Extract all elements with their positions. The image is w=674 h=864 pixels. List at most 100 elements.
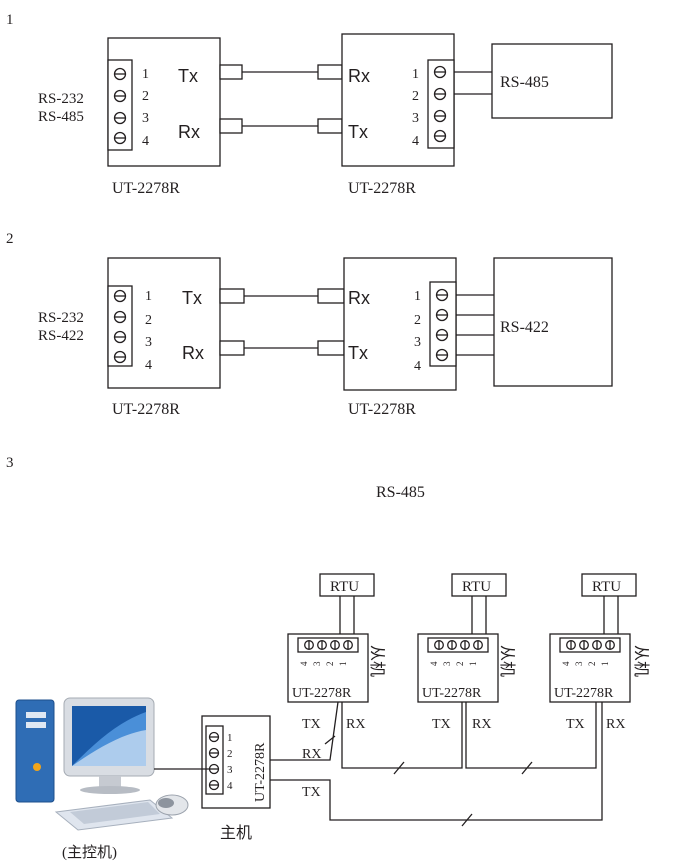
left-label-rs232: RS-232 xyxy=(38,310,84,326)
slave-pin-1: 1 xyxy=(338,662,348,667)
figure-3-number: 3 xyxy=(6,455,14,471)
right-pin-3: 3 xyxy=(412,111,419,126)
slave-terminal-block xyxy=(297,637,359,653)
left-rx-connector xyxy=(219,118,243,134)
right-module-caption: UT-2278R xyxy=(348,401,416,418)
rs485-device-box xyxy=(491,43,613,119)
slave-module-label: UT-2278R xyxy=(422,686,482,701)
master-module: 1 2 3 4 UT-2278R xyxy=(201,715,271,809)
slave-module-label: UT-2278R xyxy=(554,686,614,701)
fiber-ring xyxy=(270,701,603,827)
rtu-box xyxy=(319,573,375,597)
right-module-caption: UT-2278R xyxy=(348,180,416,197)
slave-role-label: 从机 xyxy=(632,645,650,677)
master-module-label: UT-2278R xyxy=(253,742,268,802)
right-pin-4: 4 xyxy=(412,134,419,149)
slave-pin-1: 1 xyxy=(600,662,610,667)
right-rx-port-label: Rx xyxy=(348,66,370,86)
slave-rx-label: RX xyxy=(472,717,491,732)
left-pin-4: 4 xyxy=(142,134,149,149)
left-pin-1: 1 xyxy=(142,67,149,82)
right-pin-2: 2 xyxy=(412,89,419,104)
left-tx-connector xyxy=(219,288,245,304)
slave-pin-2: 2 xyxy=(587,662,597,667)
right-rx-port-label: Rx xyxy=(348,288,370,308)
slave-2: RTU 4 3 2 1 UT-2278R 从机 TX RX xyxy=(417,573,516,732)
left-pin-2: 2 xyxy=(142,89,149,104)
right-pin-4: 4 xyxy=(414,359,421,374)
right-terminal-block xyxy=(429,281,457,367)
slave-pin-3: 3 xyxy=(312,661,322,666)
right-rx-connector xyxy=(317,64,343,80)
rs422-device-box xyxy=(493,257,613,387)
bus-label: RS-485 xyxy=(376,484,425,501)
right-screw-terminals xyxy=(435,288,449,362)
left-label-rs485: RS-485 xyxy=(38,109,84,125)
slave-pin-4: 4 xyxy=(299,661,309,666)
right-rx-connector xyxy=(317,288,345,304)
master-terminal-block xyxy=(205,725,224,795)
slave-tx-label: TX xyxy=(302,717,321,732)
slave-3: RTU 4 3 2 1 UT-2278R 从机 TX RX xyxy=(549,573,650,732)
rtu-box xyxy=(451,573,507,597)
rtu-box xyxy=(581,573,637,597)
right-pin-3: 3 xyxy=(414,335,421,350)
master-pin-1: 1 xyxy=(227,732,233,744)
right-pin-2: 2 xyxy=(414,313,421,328)
left-pin-3: 3 xyxy=(142,111,149,126)
slave-pin-3: 3 xyxy=(442,661,452,666)
left-pin-1: 1 xyxy=(145,289,152,304)
right-pin-1: 1 xyxy=(414,289,421,304)
rtu-label: RTU xyxy=(592,579,621,595)
slave-terminal-block xyxy=(427,637,489,653)
left-module-caption: UT-2278R xyxy=(112,180,180,197)
slave-role-label: 从机 xyxy=(498,645,516,677)
master-pin-2: 2 xyxy=(227,748,233,760)
left-terminal-block xyxy=(107,59,133,151)
left-module-caption: UT-2278R xyxy=(112,401,180,418)
rs422-device-label: RS-422 xyxy=(500,319,549,336)
figure-2-number: 2 xyxy=(6,231,14,247)
right-tx-port-label: Tx xyxy=(348,343,368,363)
slave-rx-label: RX xyxy=(346,717,365,732)
rtu-label: RTU xyxy=(330,579,359,595)
left-tx-port-label: Tx xyxy=(182,288,202,308)
slave-tx-label: TX xyxy=(432,717,451,732)
slave-pin-2: 2 xyxy=(325,662,335,667)
slave-rx-label: RX xyxy=(606,717,625,732)
left-terminal-block xyxy=(107,285,133,367)
master-rx-label: RX xyxy=(302,747,321,762)
right-tx-port-label: Tx xyxy=(348,122,368,142)
right-pin-1: 1 xyxy=(412,67,419,82)
slave-pin-3: 3 xyxy=(574,661,584,666)
slave-pin-2: 2 xyxy=(455,662,465,667)
left-screw-terminals xyxy=(113,67,127,145)
left-tx-port-label: Tx xyxy=(178,66,198,86)
slave-pin-4: 4 xyxy=(429,661,439,666)
left-label-rs232: RS-232 xyxy=(38,91,84,107)
right-tx-connector xyxy=(317,118,343,134)
left-rx-connector xyxy=(219,340,245,356)
figure-1: 1 2 3 4 RS-232 RS-485 Tx Rx UT-2278R Rx … xyxy=(38,33,613,197)
slave-module-label: UT-2278R xyxy=(292,686,352,701)
right-screw-terminals xyxy=(433,65,447,143)
figure-2: 1 2 3 4 RS-232 RS-422 Tx Rx UT-2278R Rx … xyxy=(38,257,613,418)
slave-pin-1: 1 xyxy=(468,662,478,667)
left-pin-3: 3 xyxy=(145,335,152,350)
slave-role-label: 从机 xyxy=(368,645,386,677)
left-rx-port-label: Rx xyxy=(178,122,200,142)
slave-1: RTU 4 3 2 1 UT-2278R 从机 TX RX xyxy=(287,573,386,732)
pc-caption: (主控机) xyxy=(62,844,117,861)
left-pin-2: 2 xyxy=(145,313,152,328)
right-tx-connector xyxy=(317,340,345,356)
left-tx-connector xyxy=(219,64,243,80)
master-tx-label: TX xyxy=(302,785,321,800)
master-pin-4: 4 xyxy=(227,780,233,792)
rtu-label: RTU xyxy=(462,579,491,595)
right-terminal-block xyxy=(427,59,455,149)
slave-pin-4: 4 xyxy=(561,661,571,666)
slave-terminal-block xyxy=(559,637,621,653)
computer-icon xyxy=(15,697,189,831)
left-pin-4: 4 xyxy=(145,358,152,373)
left-screw-terminals xyxy=(113,289,127,364)
